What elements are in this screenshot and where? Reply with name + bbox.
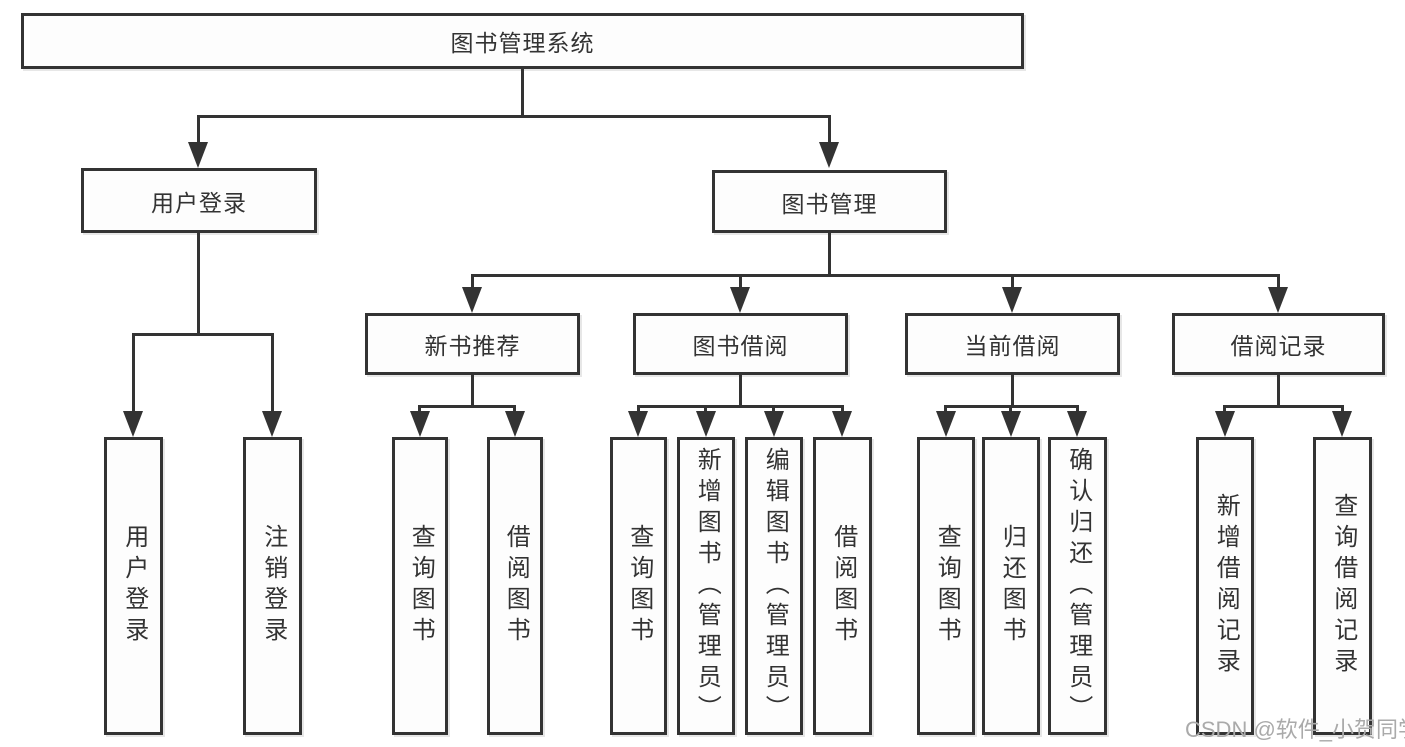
arrow-to-cb-return-book [1001, 411, 1021, 437]
connector-bb-drop-2 [704, 405, 707, 414]
connector-root-stem [521, 69, 524, 118]
arrow-to-book-borrow [730, 287, 750, 313]
leaf-br-query-record: 查询借阅记录 [1313, 437, 1372, 735]
leaf-rec-borrow-book: 借阅图书 [487, 437, 543, 735]
arrow-to-leaf-logout [262, 411, 282, 437]
leaf-bb-borrow-book: 借阅图书 [813, 437, 872, 735]
connector-cb-drop-3 [1076, 405, 1079, 414]
connector-login-stem [197, 233, 200, 336]
connector-mgmt-drop-1 [471, 274, 474, 290]
node-root: 图书管理系统 [21, 13, 1024, 69]
connector-login-rail [132, 333, 274, 336]
leaf-user-login: 用户登录 [104, 437, 163, 735]
arrow-to-user-login [188, 142, 208, 168]
connector-mgmt-drop-4 [1277, 274, 1280, 290]
arrow-to-bb-edit-book [764, 411, 784, 437]
connector-rec-stem [471, 375, 474, 405]
arrow-to-bb-add-book [696, 411, 716, 437]
connector-root-drop-user-login [197, 115, 200, 145]
leaf-rec-query-book: 查询图书 [392, 437, 448, 735]
node-book-borrow: 图书借阅 [633, 313, 848, 375]
arrow-to-bb-query-book [628, 411, 648, 437]
leaf-logout: 注销登录 [243, 437, 302, 735]
connector-bb-drop-4 [841, 405, 844, 414]
connector-root-rail [197, 115, 831, 118]
leaf-bb-query-book: 查询图书 [610, 437, 667, 735]
arrow-to-bb-borrow-book [832, 411, 852, 437]
leaf-br-add-record: 新增借阅记录 [1196, 437, 1254, 735]
connector-login-drop-2 [271, 333, 274, 413]
arrow-to-cb-confirm-return [1067, 411, 1087, 437]
leaf-cb-confirm-return: 确认归还（管理员） [1048, 437, 1107, 735]
connector-mgmt-stem [828, 233, 831, 277]
leaf-bb-add-book: 新增图书（管理员） [677, 437, 735, 735]
connector-root-drop-book-mgmt [828, 115, 831, 145]
connector-cb-drop-1 [944, 405, 947, 414]
connector-bb-drop-1 [637, 405, 640, 414]
connector-cb-stem [1011, 375, 1014, 405]
connector-br-drop-1 [1223, 405, 1226, 414]
node-new-book-recommend: 新书推荐 [365, 313, 580, 375]
connector-bb-rail [637, 405, 844, 408]
connector-mgmt-drop-2 [739, 274, 742, 290]
arrow-to-rec-query-book [410, 411, 430, 437]
arrow-to-borrow-records [1268, 287, 1288, 313]
arrow-to-book-mgmt [819, 142, 839, 168]
node-current-borrow: 当前借阅 [905, 313, 1120, 375]
arrow-to-br-query-record [1332, 411, 1352, 437]
arrow-to-new-book-recommend [462, 287, 482, 313]
node-borrow-records: 借阅记录 [1172, 313, 1385, 375]
node-book-management: 图书管理 [712, 170, 947, 233]
connector-rec-drop-2 [513, 405, 516, 414]
leaf-cb-return-book: 归还图书 [982, 437, 1040, 735]
node-user-login: 用户登录 [81, 168, 317, 233]
connector-mgmt-rail [471, 274, 1280, 277]
connector-cb-drop-2 [1009, 405, 1012, 414]
connector-rec-drop-1 [418, 405, 421, 414]
connector-br-drop-2 [1341, 405, 1344, 414]
csdn-watermark: CSDN @软件_小贺同学 [1185, 717, 1405, 742]
arrow-to-br-add-record [1215, 411, 1235, 437]
arrow-to-leaf-user-login [123, 411, 143, 437]
arrow-to-current-borrow [1002, 287, 1022, 313]
arrow-to-rec-borrow-book [505, 411, 525, 437]
arrow-to-cb-query-book [936, 411, 956, 437]
connector-login-drop-1 [132, 333, 135, 413]
connector-bb-stem [739, 375, 742, 405]
leaf-cb-query-book: 查询图书 [917, 437, 975, 735]
connector-rec-rail [418, 405, 516, 408]
connector-br-rail [1223, 405, 1344, 408]
connector-bb-drop-3 [772, 405, 775, 414]
leaf-bb-edit-book: 编辑图书（管理员） [745, 437, 803, 735]
connector-br-stem [1277, 375, 1280, 405]
connector-mgmt-drop-3 [1011, 274, 1014, 290]
